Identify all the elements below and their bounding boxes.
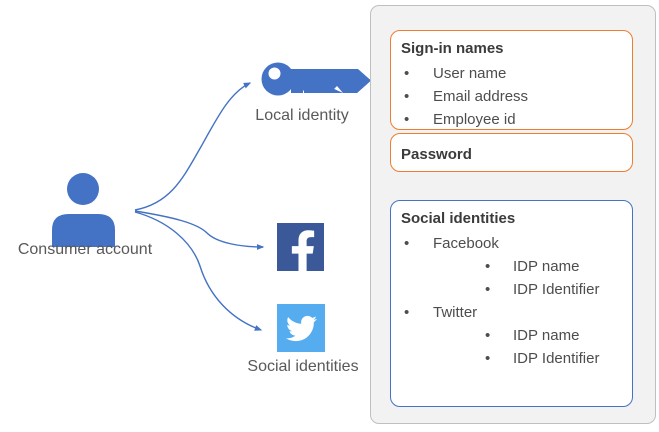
signin-names-list: User name Email address Employee id <box>401 62 622 131</box>
signin-names-title: Sign-in names <box>401 40 504 57</box>
list-item: Employee id <box>401 108 622 131</box>
password-box: Password <box>390 133 633 172</box>
arrow-to-twitter <box>134 211 263 331</box>
password-title: Password <box>401 146 472 163</box>
list-item: IDP name <box>482 255 622 278</box>
social-identities-title: Social identities <box>401 210 516 227</box>
attributes-panel: Sign-in names User name Email address Em… <box>370 5 656 424</box>
arrow-to-local-identity <box>134 82 252 211</box>
social-identities-box: Social identities Facebook IDP name IDP … <box>390 200 633 407</box>
list-item: Twitter IDP name IDP Identifier <box>401 301 622 370</box>
local-identity-label: Local identity <box>255 107 349 124</box>
signin-names-box: Sign-in names User name Email address Em… <box>390 30 633 131</box>
social-identities-label: Social identities <box>247 358 359 375</box>
list-item: IDP name <box>482 324 622 347</box>
social-identities-list: Facebook IDP name IDP Identifier Twitter… <box>401 232 622 370</box>
twitter-icon <box>277 304 325 352</box>
provider-attribute-list: IDP name IDP Identifier <box>482 324 622 370</box>
list-item: Facebook IDP name IDP Identifier <box>401 232 622 301</box>
provider-attribute-list: IDP name IDP Identifier <box>482 255 622 301</box>
person-icon <box>52 173 115 247</box>
provider-name: Twitter <box>433 304 478 321</box>
list-item: IDP Identifier <box>482 278 622 301</box>
list-item: User name <box>401 62 622 85</box>
facebook-icon <box>277 223 324 271</box>
consumer-account-label: Consumer account <box>17 241 153 258</box>
list-item: IDP Identifier <box>482 347 622 370</box>
key-icon <box>261 62 371 96</box>
list-item: Email address <box>401 85 622 108</box>
provider-name: Facebook <box>433 235 499 252</box>
